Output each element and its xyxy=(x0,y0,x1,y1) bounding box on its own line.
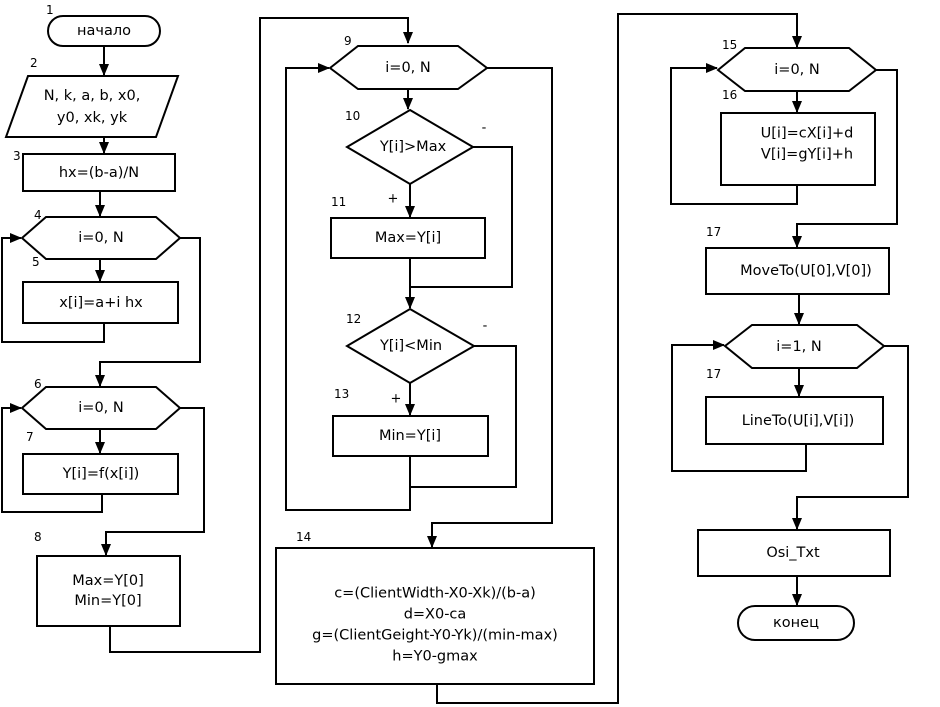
b16-text-line: V[i]=gY[i]+h xyxy=(761,147,853,163)
process-scale-coefficients xyxy=(275,547,595,685)
input-block xyxy=(4,75,180,138)
b14-text-line: g=(ClientGeight-Y0-Yk)/(min-max) xyxy=(312,628,558,644)
process-moveto xyxy=(705,247,890,295)
b6-number: 6 xyxy=(34,377,42,391)
process-hx xyxy=(22,153,176,192)
branch-label-b10-no: - xyxy=(482,121,487,136)
connectors-col3 xyxy=(670,63,909,606)
b17-text-line: MoveTo(U[0],V[0]) xyxy=(740,263,872,279)
b2-text-line: y0, xk, yk xyxy=(57,110,128,126)
b18-text-line: i=1, N xyxy=(776,339,821,355)
b16-number: 16 xyxy=(722,88,737,102)
b9-number: 9 xyxy=(344,34,352,48)
b17-number: 17 xyxy=(706,225,721,239)
process-lineto xyxy=(705,396,884,445)
process-set-max xyxy=(330,217,486,259)
b4-number: 4 xyxy=(34,208,42,222)
b5-text-line: x[i]=a+i hx xyxy=(59,295,143,311)
process-screen-coords xyxy=(720,112,876,186)
b14-text-line: h=Y0-gmax xyxy=(392,649,478,665)
b12-number: 12 xyxy=(346,312,361,326)
b16-text-line: U[i]=cX[i]+d xyxy=(761,126,854,142)
process-set-min xyxy=(332,415,489,457)
b15-text-line: i=0, N xyxy=(774,62,819,78)
b19-text-line: LineTo(U[i],V[i]) xyxy=(742,413,855,429)
b3-number: 3 xyxy=(13,149,21,163)
b11-number: 11 xyxy=(331,195,346,209)
b6-text-line: i=0, N xyxy=(78,400,123,416)
connectors-col1 xyxy=(1,17,413,653)
b15-number: 15 xyxy=(722,38,737,52)
b20-text-line: Osi_Txt xyxy=(766,545,820,561)
b13-number: 13 xyxy=(334,387,349,401)
end-terminator xyxy=(737,605,855,641)
b7-text-line: Y[i]=f(x[i]) xyxy=(62,466,140,482)
b21-text-line: конец xyxy=(773,615,819,631)
b9-text-line: i=0, N xyxy=(385,60,430,76)
b5-number: 5 xyxy=(32,255,40,269)
b1-text-line: начало xyxy=(77,23,131,39)
b2-number: 2 xyxy=(30,56,38,70)
process-y-array xyxy=(22,453,179,495)
b4-text-line: i=0, N xyxy=(78,230,123,246)
b3-text-line: hx=(b-a)/N xyxy=(59,165,139,181)
branch-label-b10-yes: + xyxy=(388,192,399,207)
b2-text-line: N, k, a, b, x0, xyxy=(44,88,141,104)
process-init-maxmin xyxy=(36,555,181,627)
b13-text-line: Min=Y[i] xyxy=(379,428,441,444)
b12-text-line: Y[i]<Min xyxy=(379,338,442,354)
b14-text-line: d=X0-ca xyxy=(404,607,467,623)
b8-text-line: Max=Y[0] xyxy=(72,573,144,589)
b1-number: 1 xyxy=(46,3,54,17)
connectors-col2 xyxy=(285,13,802,704)
text-layer: начало 1 N, k, a, b, x0, y0, xk, yk 2 hx=(b-a… xyxy=(13,3,872,665)
process-x-array xyxy=(22,281,179,324)
b14-number: 14 xyxy=(296,530,311,544)
b8-text-line: Min=Y[0] xyxy=(74,593,141,609)
subroutine-osi-txt xyxy=(697,529,891,577)
b8-number: 8 xyxy=(34,530,42,544)
b7-number: 7 xyxy=(26,430,34,444)
b14-text-line: c=(ClientWidth-X0-Xk)/(b-a) xyxy=(334,586,536,602)
b10-number: 10 xyxy=(345,109,360,123)
branch-label-b12-no: - xyxy=(483,319,488,334)
b10-text-line: Y[i]>Max xyxy=(379,139,447,155)
branch-label-b12-yes: + xyxy=(391,392,402,407)
b19-number: 17 xyxy=(706,367,721,381)
b11-text-line: Max=Y[i] xyxy=(375,230,441,246)
